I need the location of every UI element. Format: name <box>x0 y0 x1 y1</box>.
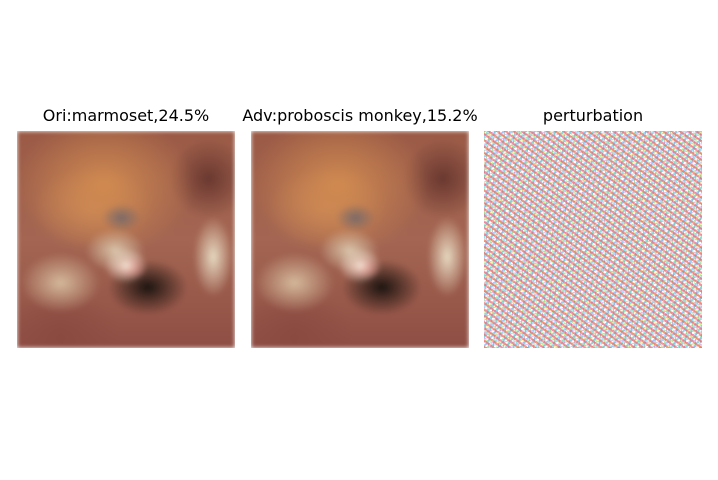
adversarial-title: Adv:proboscis monkey,15.2% <box>242 106 478 125</box>
original-panel: Ori:marmoset,24.5% <box>17 0 235 480</box>
perturbation-title: perturbation <box>542 106 644 125</box>
adversarial-panel: Adv:proboscis monkey,15.2% <box>242 0 478 480</box>
perturbation-image <box>484 131 702 348</box>
adversarial-image <box>251 131 469 348</box>
original-image <box>17 131 235 348</box>
perturbation-panel: perturbation <box>484 0 702 480</box>
original-title: Ori:marmoset,24.5% <box>42 106 210 125</box>
